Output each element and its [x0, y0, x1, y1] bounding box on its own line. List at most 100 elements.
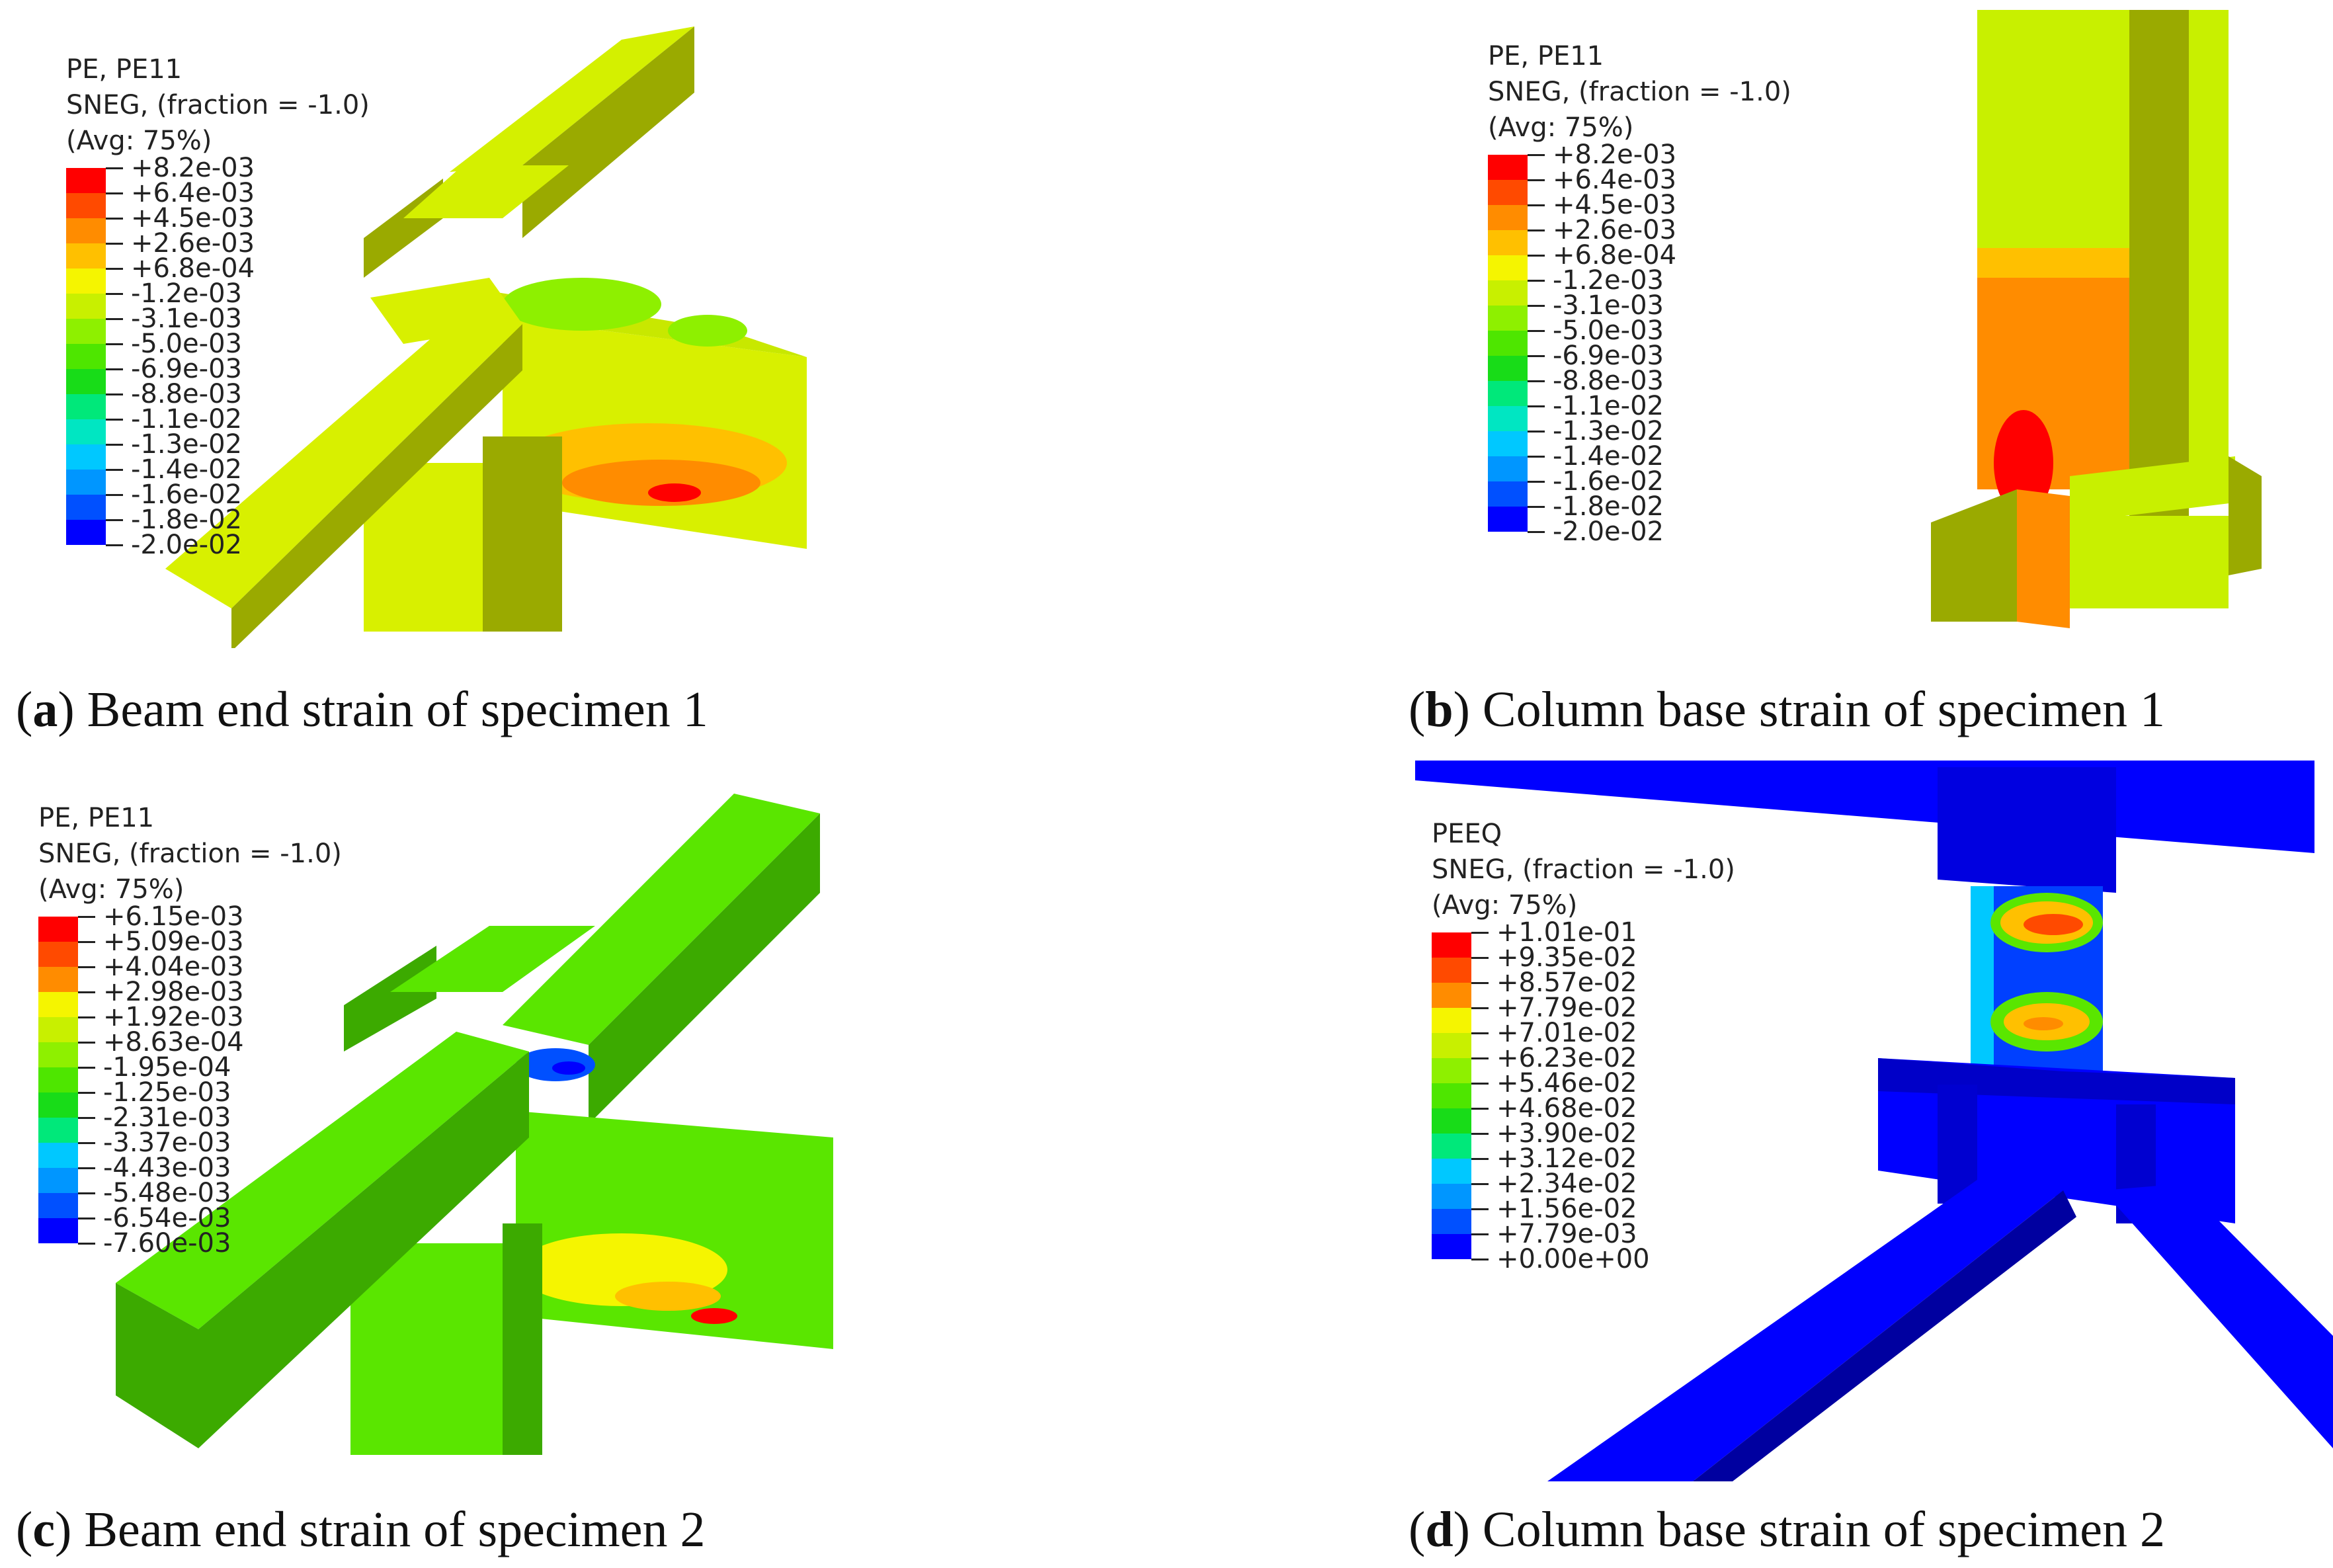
- legend-swatch: [1432, 1008, 1471, 1033]
- legend-tick: [1528, 531, 1545, 533]
- legend-value: -1.1e-02: [131, 404, 242, 434]
- legend-swatch: [38, 1218, 78, 1243]
- legend-tick: [106, 494, 123, 496]
- legend-header-line: SNEG, (fraction = -1.0): [1488, 77, 1791, 107]
- legend-tick: [1528, 179, 1545, 181]
- legend-swatch: [66, 419, 106, 444]
- legend-swatch: [1488, 406, 1528, 431]
- legend-tick: [106, 218, 123, 220]
- legend-tick: [1471, 1183, 1489, 1185]
- legend-swatch: [66, 344, 106, 369]
- caption-a: (a) Beam end strain of specimen 1: [16, 682, 708, 737]
- legend-tick: [1471, 957, 1489, 959]
- legend-tick: [1471, 1108, 1489, 1110]
- legend-tick: [1528, 229, 1545, 231]
- legend-tick: [1528, 305, 1545, 307]
- legend-colorbar: +6.15e-03+5.09e-03+4.04e-03+2.98e-03+1.9…: [38, 901, 342, 1263]
- legend-tick: [106, 293, 123, 295]
- legend-value: -1.8e-02: [1553, 491, 1664, 522]
- legend-tick: [106, 167, 123, 169]
- legend-header-line: (Avg: 75%): [1488, 112, 1634, 143]
- legend-header-line: PE, PE11: [38, 803, 155, 833]
- legend-swatch: [1432, 932, 1471, 958]
- legend-tick: [1471, 932, 1489, 934]
- legend-header-line: (Avg: 75%): [66, 126, 212, 156]
- legend-tick: [106, 268, 123, 270]
- legend-tick: [1471, 1032, 1489, 1034]
- legend-swatch: [38, 967, 78, 992]
- legend-tick: [1471, 1083, 1489, 1085]
- legend-value: -2.0e-02: [131, 530, 242, 560]
- legend-value: +2.98e-03: [103, 977, 244, 1007]
- legend-swatch: [1432, 1184, 1471, 1209]
- legend-value: +0.00e+00: [1496, 1244, 1650, 1274]
- legend-swatch: [38, 1042, 78, 1067]
- legend-value: +6.23e-02: [1496, 1043, 1637, 1073]
- legend-value: -1.4e-02: [131, 454, 242, 485]
- legend-swatch: [66, 520, 106, 545]
- legend-tick: [1528, 405, 1545, 407]
- legend-swatch: [1488, 155, 1528, 180]
- legend-swatch: [66, 268, 106, 294]
- legend-value: +4.5e-03: [1553, 190, 1677, 220]
- legend-tick: [1528, 255, 1545, 257]
- legend-value: -1.6e-02: [1553, 466, 1664, 497]
- legend-swatch: [38, 992, 78, 1017]
- legend-value: +1.92e-03: [103, 1002, 244, 1032]
- legend-tick: [78, 1117, 95, 1119]
- legend-value: -3.37e-03: [103, 1128, 231, 1158]
- legend-value: -4.43e-03: [103, 1153, 231, 1183]
- legend-tick: [1528, 280, 1545, 282]
- legend-swatch: [66, 495, 106, 520]
- legend-tick: [106, 419, 123, 421]
- legend-value: +6.15e-03: [103, 901, 244, 932]
- legend-swatch: [38, 942, 78, 967]
- caption-b: (b) Column base strain of specimen 1: [1409, 682, 2166, 737]
- legend-swatch: [1488, 255, 1528, 280]
- legend-value: +6.4e-03: [1553, 165, 1677, 195]
- legend-value: -3.1e-03: [1553, 290, 1664, 321]
- legend-header-line: (Avg: 75%): [1432, 890, 1578, 921]
- legend-swatch: [1432, 1083, 1471, 1108]
- legend-value: -2.31e-03: [103, 1102, 231, 1133]
- legend-swatch: [66, 319, 106, 344]
- legend-swatch: [66, 294, 106, 319]
- legend-value: -3.1e-03: [131, 304, 242, 334]
- legend-header-line: PE, PE11: [66, 54, 183, 85]
- legend-tick: [1528, 154, 1545, 156]
- legend-value: +5.09e-03: [103, 927, 244, 957]
- legend-swatch: [1488, 431, 1528, 456]
- legend-value: +6.8e-04: [131, 253, 255, 284]
- legend-value: +9.35e-02: [1496, 942, 1637, 973]
- legend-tick: [78, 941, 95, 943]
- legend-tick: [1471, 1233, 1489, 1235]
- legend-swatch: [1488, 507, 1528, 532]
- legend-value: +7.01e-02: [1496, 1018, 1637, 1048]
- legend-tick: [106, 368, 123, 370]
- legend-tick: [78, 1092, 95, 1094]
- legend-swatch: [66, 394, 106, 419]
- legend-colorbar: +1.01e-01+9.35e-02+8.57e-02+7.79e-02+7.0…: [1432, 917, 1735, 1279]
- legend-value: -8.8e-03: [1553, 366, 1664, 396]
- legend-value: -1.6e-02: [131, 479, 242, 510]
- legend-swatch: [38, 1017, 78, 1042]
- legend-value: +5.46e-02: [1496, 1068, 1637, 1098]
- legend-swatch: [66, 444, 106, 470]
- legend-tick: [78, 1217, 95, 1219]
- legend-swatch: [1488, 456, 1528, 481]
- legend-tick: [1471, 1158, 1489, 1160]
- legend-value: +4.5e-03: [131, 203, 255, 233]
- legend-value: +4.04e-03: [103, 952, 244, 982]
- panel-d-render: [1415, 761, 2333, 1481]
- panel-b-render: [1931, 10, 2262, 628]
- legend-value: +2.6e-03: [1553, 215, 1677, 245]
- legend-value: -5.0e-03: [131, 329, 242, 359]
- legend-tick: [1471, 1208, 1489, 1210]
- legend-swatch: [66, 470, 106, 495]
- legend-tick: [78, 916, 95, 918]
- legend-swatch: [38, 1118, 78, 1143]
